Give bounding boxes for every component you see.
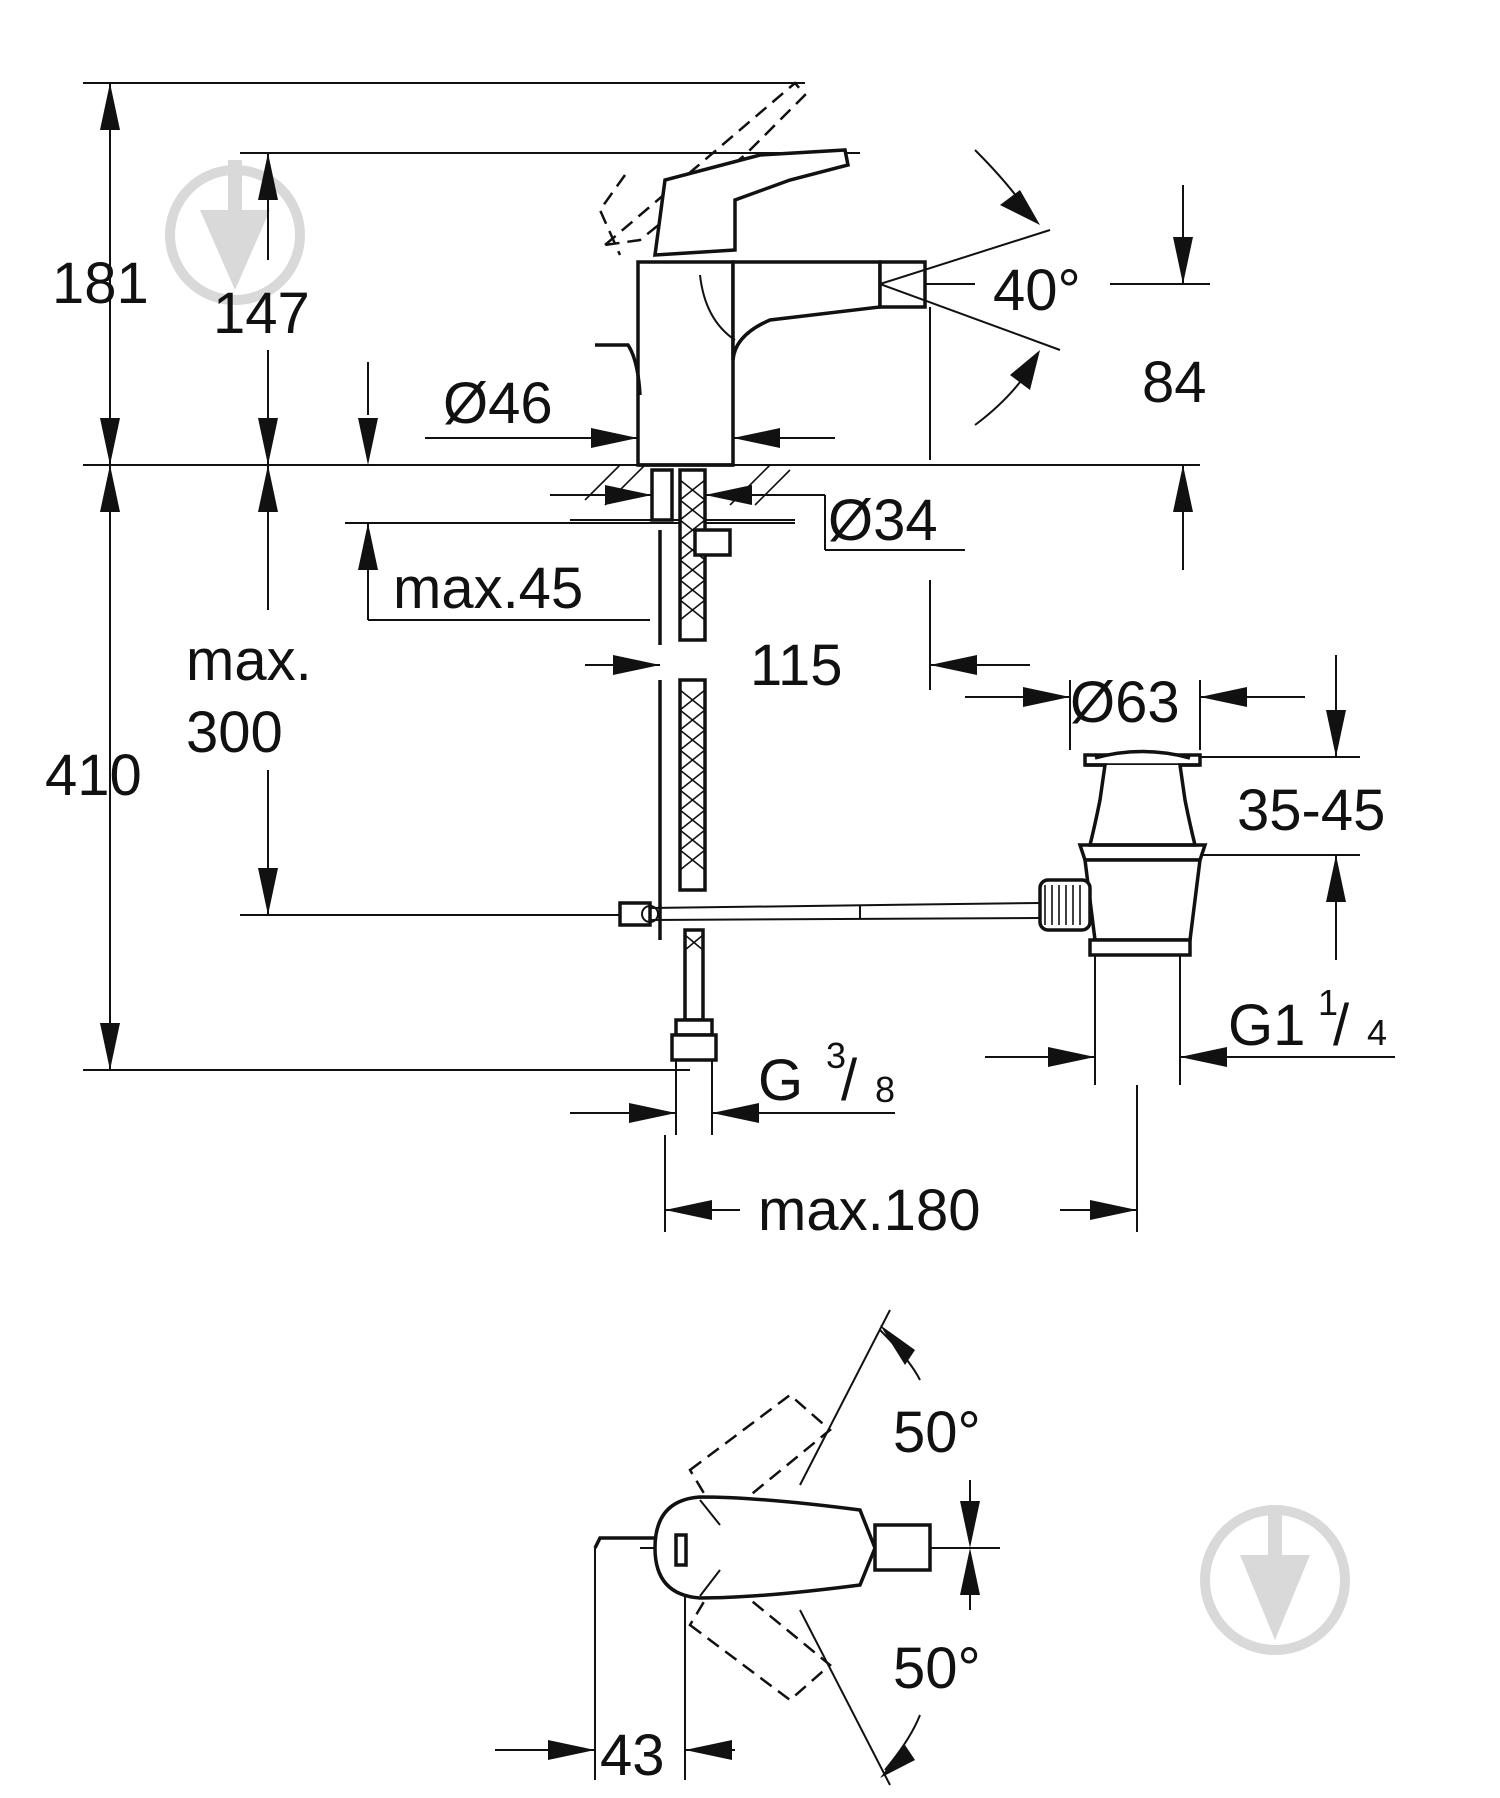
label-max-distance: max.180	[758, 1178, 980, 1243]
drop-watermark-icon	[1200, 1505, 1350, 1655]
dim-spout-angle	[879, 149, 1061, 426]
dim-waste-thread	[985, 1047, 1395, 1067]
svg-text:/: /	[1333, 993, 1350, 1058]
svg-text:G: G	[758, 1048, 803, 1113]
label-hole-diameter: Ø34	[828, 488, 938, 553]
faucet-plan	[495, 1309, 1000, 1786]
label-spout-reach: 115	[750, 633, 842, 698]
label-lever-height: 147	[213, 281, 310, 346]
label-base-diameter: Ø46	[443, 371, 553, 436]
dim-waste-range	[1200, 655, 1360, 960]
label-supply-line-1: max.	[186, 628, 312, 693]
label-lever-offset: 43	[600, 1723, 665, 1788]
svg-text:4: 4	[1367, 1012, 1387, 1053]
dim-hole-diameter	[550, 485, 965, 551]
dim-outlet-height	[929, 185, 1210, 570]
label-waste-diameter: Ø63	[1070, 670, 1180, 735]
dim-supply	[240, 770, 640, 916]
faucet-elevation	[570, 81, 1208, 1135]
drop-watermark-icon	[165, 160, 305, 305]
svg-text:3: 3	[826, 1035, 846, 1076]
label-spout-angle: 40°	[993, 258, 1081, 323]
label-waste-thread: G1 1 / 4	[1228, 982, 1387, 1058]
label-below-height: 410	[45, 743, 142, 808]
dim-base-diameter	[425, 428, 835, 448]
dim-lever	[240, 152, 860, 610]
label-outlet-height: 84	[1142, 350, 1207, 415]
dim-thickness	[345, 362, 795, 621]
svg-text:8: 8	[875, 1069, 895, 1110]
svg-text:G1: G1	[1228, 993, 1305, 1058]
dim-max-distance	[664, 1085, 1138, 1232]
label-max-thickness: max.45	[393, 556, 583, 621]
label-overall-height: 181	[52, 251, 149, 316]
dim-supply-thread	[570, 1103, 895, 1123]
label-swivel-bottom: 50°	[893, 1636, 981, 1701]
svg-text:/: /	[841, 1048, 858, 1113]
label-waste-range: 35-45	[1237, 778, 1385, 843]
dim-reach	[585, 580, 1030, 690]
label-swivel-top: 50°	[893, 1400, 981, 1465]
label-supply-line-2: 300	[186, 700, 283, 765]
svg-text:1: 1	[1318, 982, 1338, 1023]
label-supply-thread: G 3 / 8	[758, 1035, 895, 1113]
dim-waste-diameter	[965, 680, 1305, 750]
